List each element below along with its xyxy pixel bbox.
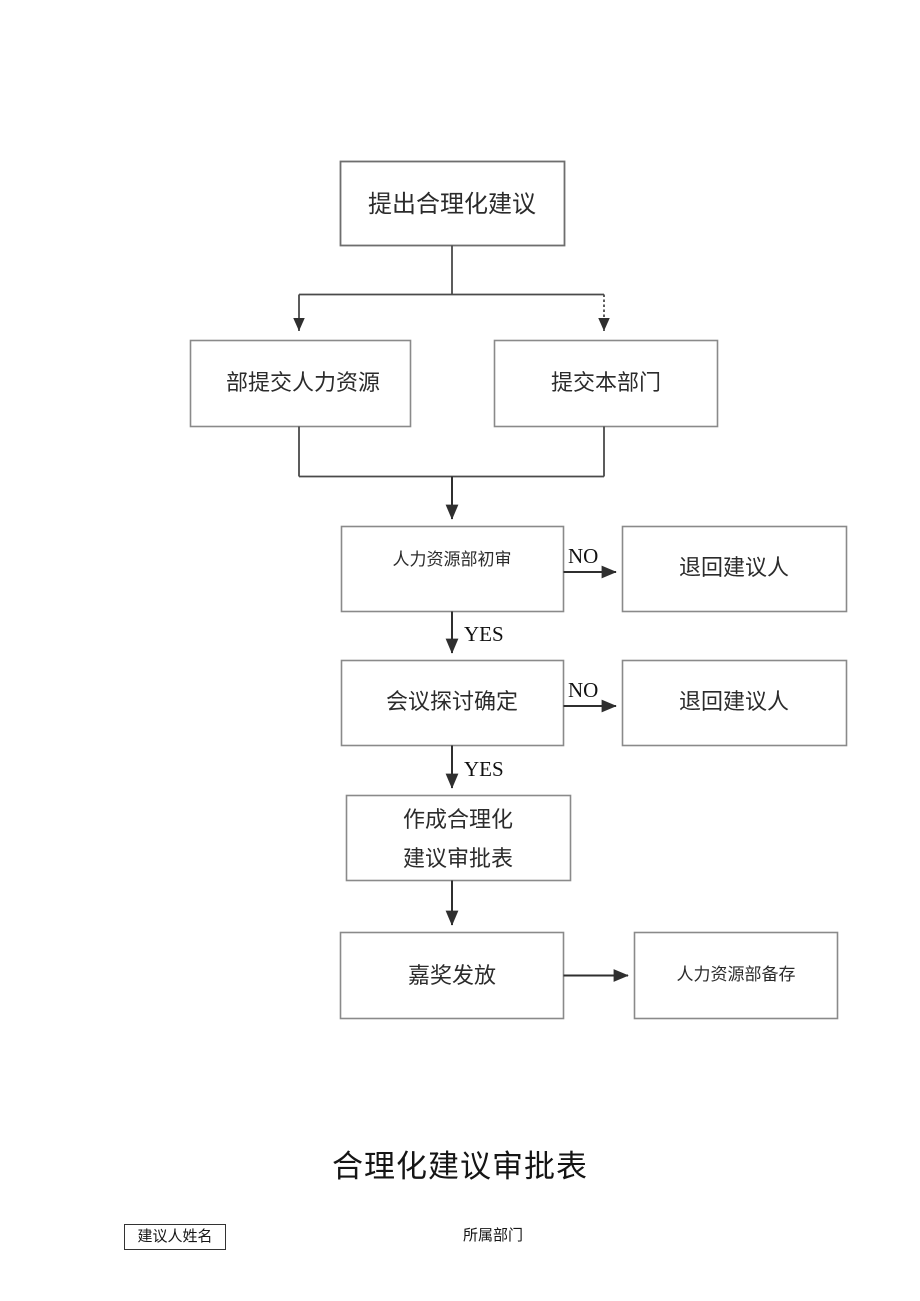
node-submit-to-own-dept-box [493, 339, 719, 428]
node-create-approval-form-label-line1: 作成合理化 [403, 808, 513, 833]
edge-meeting-yes: YES [445, 745, 504, 789]
form-field-proposer-name[interactable]: 建议人姓名 [124, 1224, 226, 1250]
node-propose-suggestion-box [339, 160, 566, 247]
node-submit-to-hr[interactable]: 部提交人力资源 [189, 339, 412, 428]
node-submit-to-hr-label: 部提交人力资源 [226, 371, 380, 396]
node-hr-initial-review-box [340, 525, 565, 613]
edge-label-no-1: NO [568, 544, 598, 568]
node-return-to-proposer-1-box [621, 525, 848, 613]
edge-hr-review-yes: YES [445, 611, 504, 654]
edge-propose-to-branch [293, 245, 610, 332]
node-reward-distribution-box [339, 931, 565, 1020]
node-return-to-proposer-2[interactable]: 退回建议人 [621, 659, 848, 747]
node-propose-suggestion[interactable]: 提出合理化建议 [339, 160, 566, 247]
node-hr-archive[interactable]: 人力资源部备存 [633, 931, 839, 1020]
node-return-to-proposer-1-label: 退回建议人 [679, 556, 789, 581]
form-field-department[interactable]: 所属部门 [463, 1226, 524, 1244]
edge-merge-to-hr-review [298, 426, 605, 520]
node-hr-initial-review[interactable]: 人力资源部初审 [340, 525, 565, 613]
edge-hr-review-no: NO [563, 544, 617, 579]
edge-label-yes-2: YES [464, 757, 504, 781]
edge-label-no-2: NO [568, 678, 598, 702]
node-propose-suggestion-label: 提出合理化建议 [368, 190, 536, 218]
node-submit-to-hr-box [189, 339, 412, 428]
node-return-to-proposer-1[interactable]: 退回建议人 [621, 525, 848, 613]
node-meeting-decision-label: 会议探讨确定 [386, 690, 518, 715]
form-title: 合理化建议审批表 [332, 1149, 588, 1185]
node-return-to-proposer-2-label: 退回建议人 [679, 690, 789, 715]
node-reward-distribution-label: 嘉奖发放 [408, 964, 496, 989]
node-hr-initial-review-label: 人力资源部初审 [393, 550, 512, 570]
node-meeting-decision[interactable]: 会议探讨确定 [340, 659, 565, 747]
node-create-approval-form[interactable]: 作成合理化 建议审批表 [345, 794, 572, 882]
node-meeting-decision-box [340, 659, 565, 747]
node-submit-to-own-dept[interactable]: 提交本部门 [493, 339, 719, 428]
node-reward-distribution[interactable]: 嘉奖发放 [339, 931, 565, 1020]
edge-meeting-no: NO [563, 678, 617, 713]
node-hr-archive-label: 人力资源部备存 [677, 965, 796, 985]
node-create-approval-form-label-line2: 建议审批表 [403, 847, 513, 872]
node-hr-archive-box [633, 931, 839, 1020]
edge-label-yes-1: YES [464, 622, 504, 646]
form-field-row: 建议人姓名 所属部门 [0, 1224, 920, 1254]
node-return-to-proposer-2-box [621, 659, 848, 747]
node-submit-to-own-dept-label: 提交本部门 [551, 371, 661, 396]
node-create-approval-form-box [345, 794, 572, 882]
